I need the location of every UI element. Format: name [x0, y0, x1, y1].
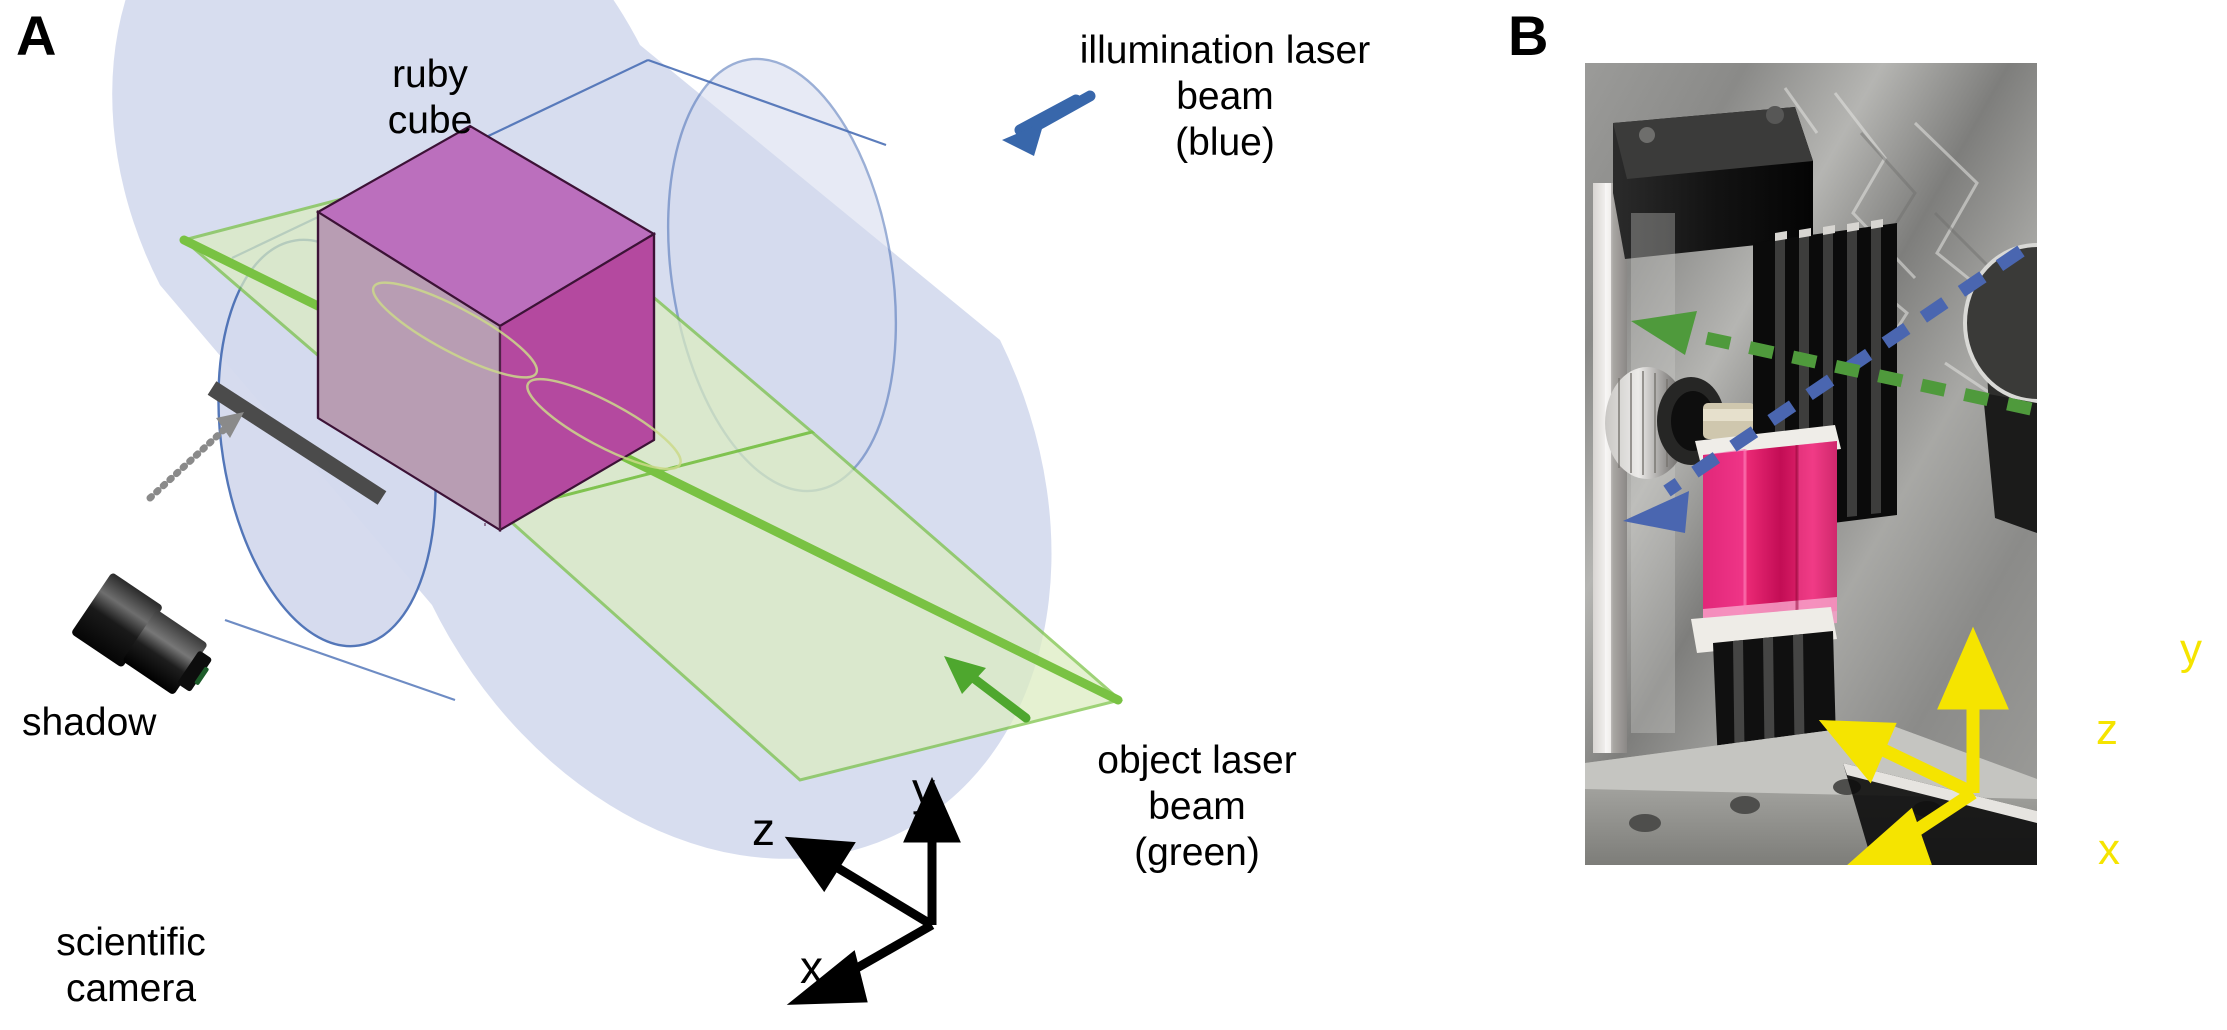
panel-b-photograph	[1585, 63, 2037, 865]
panel-b-letter: B	[1508, 4, 1549, 67]
illumination-beam-arrow	[1002, 90, 1096, 156]
top-bracket	[1613, 106, 1813, 259]
micrometer-knob	[1605, 367, 1755, 479]
panel-a-axis-label-z: z	[752, 803, 775, 855]
shadow-pointer-arrow	[146, 412, 244, 502]
panel-b-axis-label-x: x	[2098, 825, 2120, 874]
panel-a-axis-label-x: x	[800, 941, 823, 993]
panel-a-letter: A	[16, 4, 57, 67]
object-beam-arrow	[944, 656, 1031, 723]
ruby-cube	[315, 124, 682, 532]
ruby-crystal-cube	[1703, 441, 1837, 635]
illumination-beam-dashed-arrow-b	[1623, 245, 2025, 533]
object-beam-dashed-arrow-b	[1631, 311, 2033, 416]
shadow-bar	[207, 381, 387, 505]
panel-a-diagram	[72, 0, 1124, 1005]
panel-b-axis-label-z: z	[2096, 705, 2118, 754]
panel-b-axis-triad	[1818, 626, 2009, 865]
panel-a-axis-triad	[784, 776, 961, 1005]
scientific-camera-icon	[72, 573, 212, 694]
panel-a-axis-label-y: y	[912, 763, 935, 815]
panel-b-axis-label-y: y	[2180, 625, 2202, 674]
